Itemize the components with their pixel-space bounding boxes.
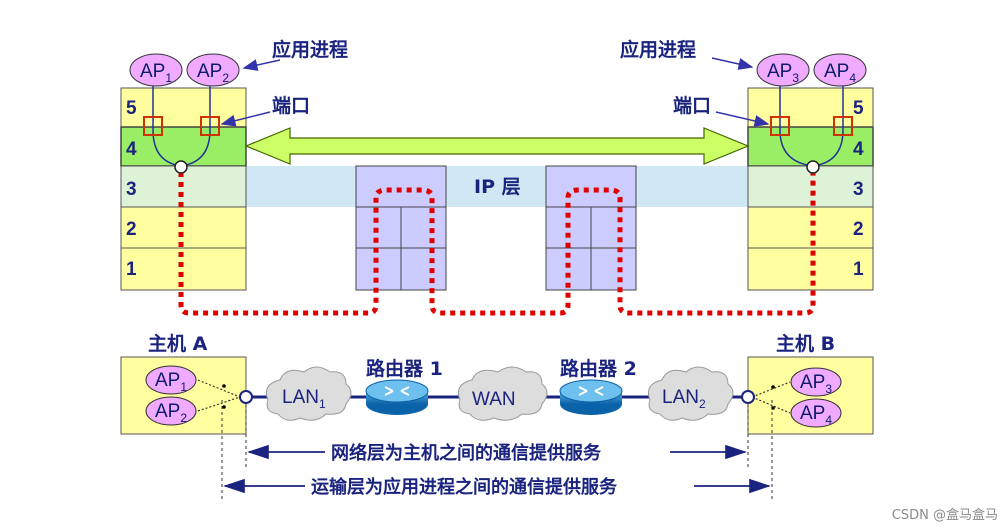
right-layer-label: 2 [853,219,864,240]
router-2-label: 路由器 2 [560,357,637,380]
lan1-cloud: LAN1 [266,366,352,421]
port-square [770,116,790,136]
host-a-label: 主机 A [148,333,208,355]
host-b-internal-links [751,381,791,414]
ap1-process: AP1 [129,53,183,87]
right-junction [806,160,820,174]
host-b-label: 主机 B [776,333,835,355]
svg-text:AP3: AP3 [800,372,832,396]
host-b-interface [741,390,755,404]
svg-text:AP1: AP1 [140,61,172,85]
left-layer-label: 2 [126,219,137,240]
port-arrow-left [220,111,271,127]
ap3-process: AP3 [756,53,810,87]
right-layer-label: 1 [853,259,864,280]
left-layer-label: 5 [126,98,137,119]
svg-text:AP1: AP1 [155,370,187,394]
port-square [143,116,163,136]
svg-text:AP2: AP2 [197,61,229,85]
host-b-ap4: AP4 [790,398,842,428]
svg-text:AP4: AP4 [824,61,856,85]
svg-text:AP3: AP3 [767,61,799,85]
left-junction [174,160,188,174]
ip-layer-band [246,166,748,207]
host-a-dot [222,384,226,388]
data-path-dotted [178,172,816,316]
host-a-ap2: AP2 [145,396,197,426]
host-a-ap1: AP1 [145,365,197,395]
router-1-label: 路由器 1 [366,357,443,380]
ap4-process: AP4 [813,53,867,87]
app-process-arrow-left [242,59,281,71]
right-layer-label: 4 [853,139,864,160]
ap2-process: AP2 [186,53,240,87]
app-process-arrow-right [711,57,754,70]
watermark-text: CSDN @盒马盒马 [891,508,998,523]
svg-text:LAN1: LAN1 [282,387,326,411]
transport-layer-description: 运输层为应用进程之间的通信提供服务 [311,476,618,498]
host-a-protocol-stack: 5 4 3 2 1 [120,87,247,291]
app-process-label-left: 应用进程 [272,38,348,61]
svg-text:AP4: AP4 [800,403,832,427]
transport-double-arrow [244,127,750,165]
port-arrow-right [715,111,770,127]
svg-text:WAN: WAN [472,389,516,410]
left-layer-label: 1 [126,259,137,280]
right-layer-label: 3 [853,179,864,200]
router-2-icon [559,379,623,415]
port-label-left: 端口 [272,94,310,117]
port-square [833,116,853,136]
host-a-internal-links [197,379,241,412]
host-a-interface [239,390,253,404]
host-b-dot [771,385,775,389]
wan-cloud: WAN [458,366,548,421]
port-label-right: 端口 [673,94,711,117]
lan2-cloud: LAN2 [648,366,734,421]
host-a-dot [222,405,226,409]
svg-text:AP2: AP2 [155,401,187,425]
port-square [200,116,220,136]
right-layer-label: 5 [853,98,864,119]
app-process-label-right: 应用进程 [620,38,696,61]
left-layer-label: 4 [126,139,137,160]
host-b-ap3: AP3 [790,367,842,397]
svg-text:LAN2: LAN2 [662,387,706,411]
router-1-icon [365,379,429,415]
left-layer-label: 3 [126,179,137,200]
ip-layer-label: IP 层 [474,176,521,198]
network-layer-description: 网络层为主机之间的通信提供服务 [331,442,602,464]
left-layer-4-highlight [120,126,247,167]
